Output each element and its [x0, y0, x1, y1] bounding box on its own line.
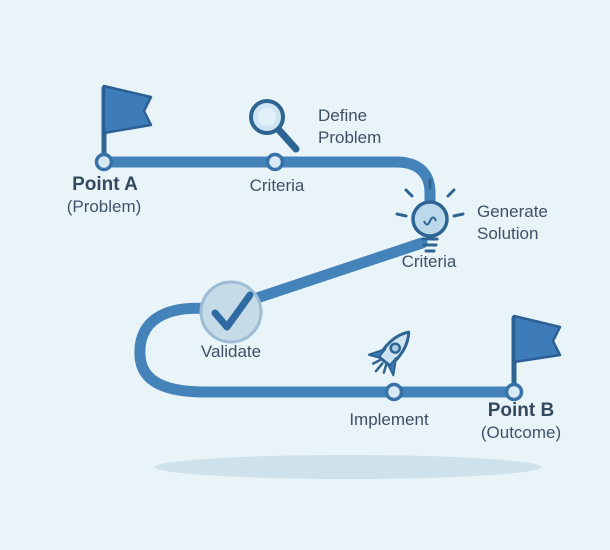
waypoint-dot-point-a [94, 152, 114, 172]
waypoint-dot-point-b [504, 382, 524, 402]
point-b-label: Point B [487, 400, 555, 421]
start-flag-icon [101, 84, 153, 163]
path-segment-diagonal [242, 237, 428, 307]
generate-solution-line2: Solution [477, 224, 539, 243]
waypoint-dot-implement [384, 382, 404, 402]
waypoint-dot-criteria [265, 152, 285, 172]
define-problem-label: Define Problem [318, 105, 381, 149]
generate-solution-label: Generate Solution [477, 201, 548, 245]
point-a-label: Point A [72, 174, 138, 195]
lightbulb-icon [395, 178, 465, 253]
ground-shadow [155, 455, 541, 479]
waypoint-dots [94, 152, 524, 402]
checkmark-icon [199, 280, 263, 344]
criteria-label-1: Criteria [249, 176, 305, 195]
journey-path [98, 156, 520, 398]
validate-label: Validate [200, 342, 262, 361]
implement-label: Implement [349, 410, 429, 429]
criteria-label-2: Criteria [401, 252, 457, 271]
path-segment-top [98, 156, 436, 212]
magnifier-icon [249, 99, 300, 153]
define-problem-line1: Define [318, 106, 368, 125]
point-b-sublabel: (Outcome) [480, 423, 562, 442]
rocket-icon [367, 330, 411, 377]
end-flag-icon [511, 314, 562, 393]
define-problem-line2: Problem [318, 128, 382, 147]
path-segment-loop [134, 302, 520, 398]
generate-solution-line1: Generate [477, 202, 548, 221]
point-a-sublabel: (Problem) [66, 197, 142, 216]
